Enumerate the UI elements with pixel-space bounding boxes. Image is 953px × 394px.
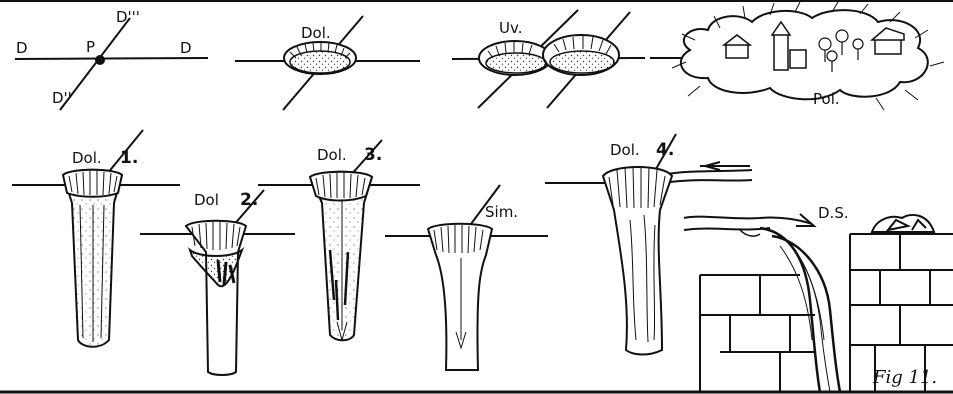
figure-label: Fig 11. — [872, 367, 937, 388]
label-pol: Pol. — [813, 90, 840, 108]
label-d-left: D — [16, 39, 28, 57]
polje-icon — [650, 2, 944, 110]
label-d-bottom: D'' — [52, 89, 72, 107]
label-dol2-text: Dol — [194, 191, 219, 209]
label-dol3-text: Dol. — [317, 146, 347, 164]
label-dol: Dol. — [301, 24, 331, 42]
stream-sink-icon — [684, 214, 953, 392]
label-d-right: D — [180, 39, 192, 57]
sinkhole-icon — [385, 185, 548, 370]
label-sim: Sim. — [485, 203, 518, 221]
uvala-icon — [452, 10, 645, 108]
label-dol4-num: 4. — [656, 140, 674, 160]
doline-stage-2-icon — [140, 190, 295, 375]
doline-stage-3-icon — [258, 140, 420, 340]
label-p: P — [86, 38, 95, 56]
doline-stage-4-icon — [545, 134, 752, 355]
label-dol2-num: 2. — [240, 190, 258, 210]
label-dol1-num: 1. — [120, 148, 138, 168]
panel-intersection — [15, 18, 208, 110]
label-d-top: D''' — [116, 8, 140, 26]
label-uv: Uv. — [499, 19, 522, 37]
label-dol4-text: Dol. — [610, 141, 640, 159]
label-dol3-num: 3. — [364, 145, 382, 165]
label-dol1-text: Dol. — [72, 149, 102, 167]
label-ds: D.S. — [818, 204, 849, 222]
